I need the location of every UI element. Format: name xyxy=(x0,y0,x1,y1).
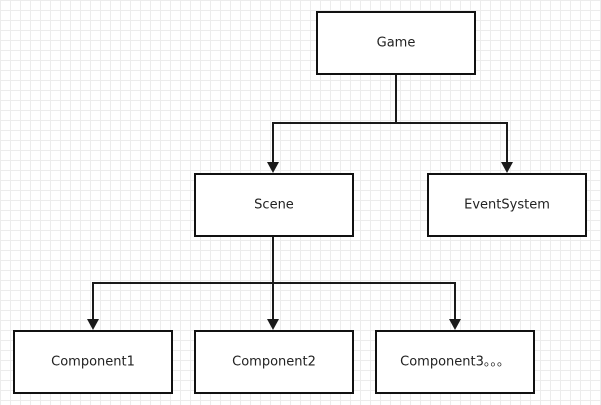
node-component3[interactable]: Component3。。。 xyxy=(375,330,535,394)
node-game-label: Game xyxy=(377,36,416,51)
arrowhead-scene xyxy=(267,162,279,173)
node-event-system-label: EventSystem xyxy=(464,198,550,213)
node-scene-label: Scene xyxy=(254,198,294,213)
arrowhead-component1 xyxy=(87,319,99,330)
node-component2-label: Component2 xyxy=(232,355,316,370)
arrowhead-eventsystem xyxy=(501,162,513,173)
node-component1[interactable]: Component1 xyxy=(13,330,173,394)
edge-game-scene xyxy=(272,74,397,164)
arrowhead-component2 xyxy=(267,319,279,330)
node-component1-label: Component1 xyxy=(51,355,135,370)
node-event-system[interactable]: EventSystem xyxy=(427,173,587,237)
edge-scene-component3 xyxy=(273,282,456,321)
node-component3-label: Component3。。。 xyxy=(400,355,510,370)
node-component2[interactable]: Component2 xyxy=(194,330,354,394)
connectors xyxy=(87,74,513,330)
arrowhead-component3 xyxy=(449,319,461,330)
edge-scene-component1 xyxy=(92,236,274,321)
node-scene[interactable]: Scene xyxy=(194,173,354,237)
edge-game-eventsystem xyxy=(396,122,508,164)
node-game[interactable]: Game xyxy=(316,11,476,75)
